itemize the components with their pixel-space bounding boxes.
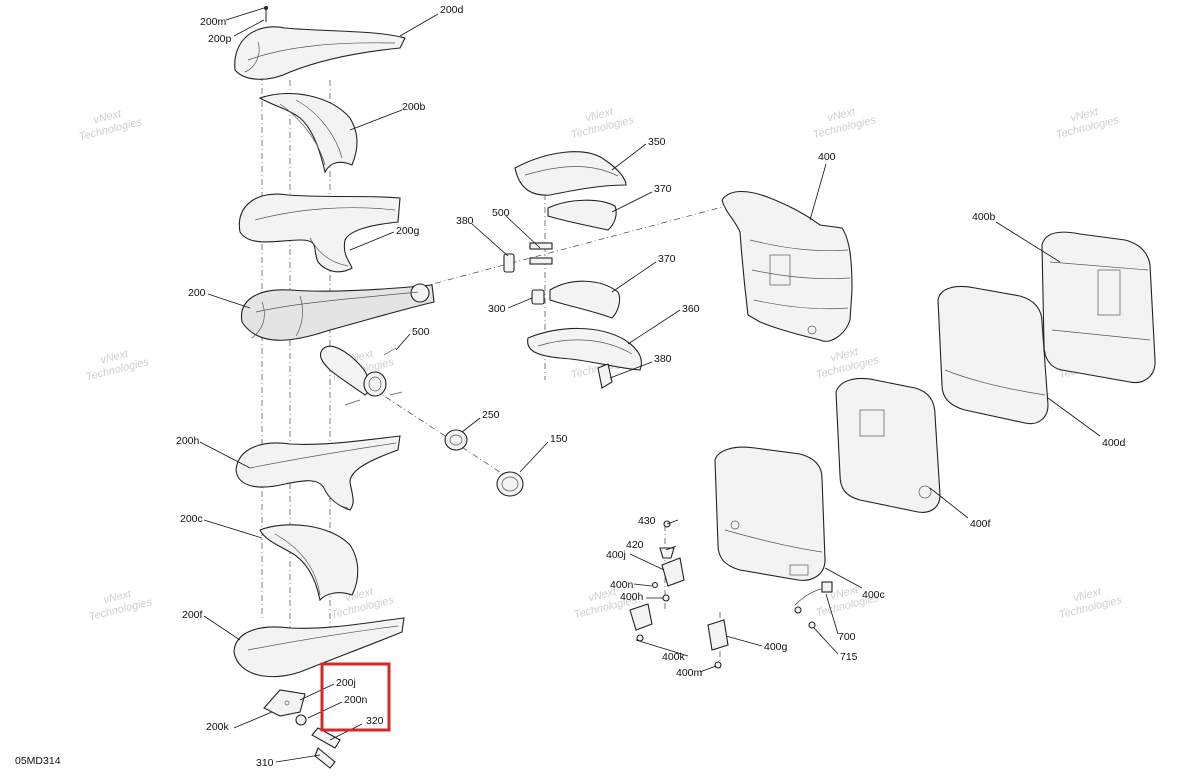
shield-200b [258, 93, 358, 174]
callout-700: 700 [838, 631, 856, 643]
callout-400g: 400g [764, 641, 788, 653]
screw-200m [264, 6, 268, 22]
callout-320: 320 [366, 715, 384, 727]
mount-hardware [629, 520, 729, 669]
bracket-200k [263, 689, 306, 717]
callout-400n: 400n [610, 579, 634, 591]
callout-500-upper: 500 [492, 207, 510, 219]
callout-380-upper: 380 [456, 215, 474, 227]
callout-400c: 400c [862, 589, 885, 601]
callout-200c: 200c [180, 513, 203, 525]
flange-assembly [319, 345, 403, 406]
heat-shield-200d [234, 26, 406, 80]
muffler-400 [721, 190, 853, 342]
leader-lines [199, 7, 1101, 763]
callout-200h: 200h [176, 435, 200, 447]
callout-350: 350 [648, 136, 666, 148]
callout-150: 150 [550, 433, 568, 445]
watermark: vNext Technologies [78, 108, 144, 144]
watermark: vNext Technologies [85, 348, 151, 384]
callout-200: 200 [188, 287, 206, 299]
hanger-380-top [503, 253, 515, 273]
hanger-300 [531, 289, 545, 305]
watermark: vNext Technologies [1055, 106, 1121, 142]
callout-400h: 400h [620, 591, 644, 603]
callout-360: 360 [682, 303, 700, 315]
callout-370-lower: 370 [658, 253, 676, 265]
watermark: vNext Technologies [1058, 586, 1124, 622]
ring-250 [444, 429, 468, 451]
shield-200f [233, 617, 405, 678]
callout-380-lower: 380 [654, 353, 672, 365]
clamps-500 [529, 242, 553, 265]
ring-150 [496, 471, 524, 497]
shield-200g [238, 193, 401, 273]
callout-200m: 200m [200, 16, 227, 28]
callout-200g: 200g [396, 225, 420, 237]
washer-200n [295, 714, 307, 726]
callout-370-upper: 370 [654, 183, 672, 195]
watermark: vNext Technologies [88, 588, 154, 624]
callout-420: 420 [626, 539, 644, 551]
bracket-320-310 [311, 727, 341, 769]
highlight-box [320, 662, 391, 732]
pipe-350 [514, 151, 627, 196]
watermark: vNext Technologies [812, 106, 878, 142]
callout-200k: 200k [206, 721, 230, 733]
sensor-700 [794, 581, 833, 614]
callout-200j: 200j [336, 677, 356, 689]
callout-310: 310 [256, 757, 274, 769]
callout-200n: 200n [344, 694, 368, 706]
shield-370-top [547, 199, 617, 231]
diagram-code: 05MD314 [15, 755, 61, 767]
muffler-200 [240, 283, 435, 341]
watermark: vNext Technologies [570, 106, 636, 142]
callout-400j: 400j [606, 549, 626, 561]
callout-430: 430 [638, 515, 656, 527]
callout-715: 715 [840, 651, 858, 663]
callout-250: 250 [482, 409, 500, 421]
shield-370-mid [549, 280, 621, 319]
callout-400f: 400f [970, 518, 991, 530]
callout-400b: 400b [972, 211, 996, 223]
cover-400f [835, 377, 941, 513]
callout-400m: 400m [676, 667, 703, 679]
callout-200p: 200p [208, 33, 232, 45]
callout-200f: 200f [182, 609, 203, 621]
callout-300: 300 [488, 303, 506, 315]
cover-400c [714, 446, 826, 581]
callout-400d: 400d [1102, 437, 1126, 449]
pipe-360 [527, 327, 643, 371]
cover-400b [1041, 231, 1156, 384]
callout-400: 400 [818, 151, 836, 163]
callout-500-lower: 500 [412, 326, 430, 338]
hanger-380-bottom [597, 363, 613, 389]
shield-200c [259, 524, 359, 602]
fastener-715 [808, 621, 816, 629]
callout-200d: 200d [440, 4, 464, 16]
cover-400d [937, 285, 1049, 425]
shield-200h [235, 435, 401, 511]
callout-400k: 400k [662, 651, 686, 663]
callout-200b: 200b [402, 101, 426, 113]
callouts: 200m 200p 200d 200b 200g 200 200h 200c 2… [176, 4, 1126, 769]
watermark: vNext Technologies [815, 346, 881, 382]
